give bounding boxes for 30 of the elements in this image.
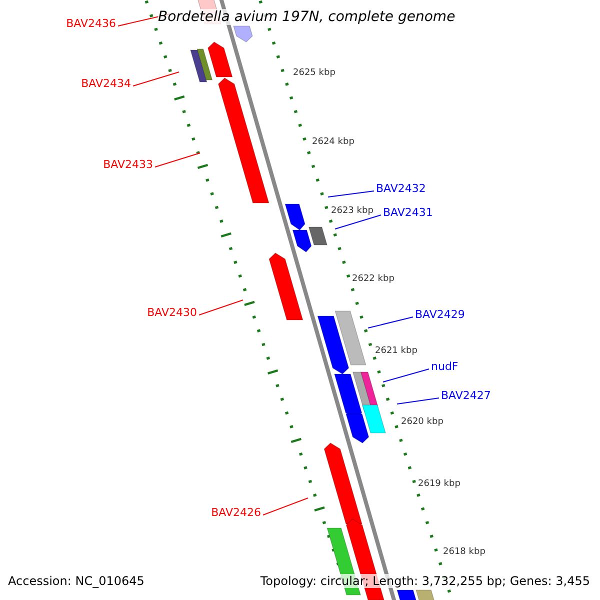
leader-line bbox=[154, 152, 200, 168]
title: Bordetella avium 197N, complete genome bbox=[158, 9, 456, 25]
leader-line bbox=[328, 190, 374, 198]
genome-info: Accession: NC_010645 bbox=[8, 574, 144, 588]
scale-label: 2622 kbp bbox=[352, 274, 394, 285]
leader-line bbox=[368, 316, 414, 328]
gene-label: BAV2433 bbox=[103, 158, 153, 171]
scale-label: 2619 kbp bbox=[418, 479, 460, 490]
gene-label: BAV2427 bbox=[441, 389, 491, 402]
gene-label: BAV2426 bbox=[211, 506, 261, 519]
scale-label: 2620 kbp bbox=[401, 417, 444, 428]
scale-label: 2623 kbp bbox=[331, 206, 374, 217]
scale-label: 2621 kbp bbox=[375, 346, 418, 357]
leader-line bbox=[334, 214, 382, 230]
scale-label: 2625 kbp bbox=[293, 68, 336, 79]
scale-label: 2618 kbp bbox=[443, 547, 486, 558]
leader-line bbox=[262, 498, 308, 516]
leader-line bbox=[198, 300, 244, 316]
scale-label: 2624 kbp bbox=[312, 137, 354, 148]
gene-label: BAV2432 bbox=[376, 182, 426, 195]
gene-label: BAV2434 bbox=[81, 77, 131, 90]
gene-label: BAV2430 bbox=[147, 306, 197, 319]
leader-line bbox=[382, 368, 430, 382]
gene-label: BAV2431 bbox=[383, 206, 433, 219]
leader-line bbox=[396, 398, 440, 404]
gene-label: nudF bbox=[431, 360, 458, 373]
genome-info: Topology: circular; Length: 3,732,255 bp; Genes: 3,455 bbox=[260, 574, 590, 588]
gene-label: BAV2436 bbox=[66, 17, 116, 30]
leader-line bbox=[132, 72, 180, 86]
gene-label: BAV2429 bbox=[415, 308, 465, 321]
